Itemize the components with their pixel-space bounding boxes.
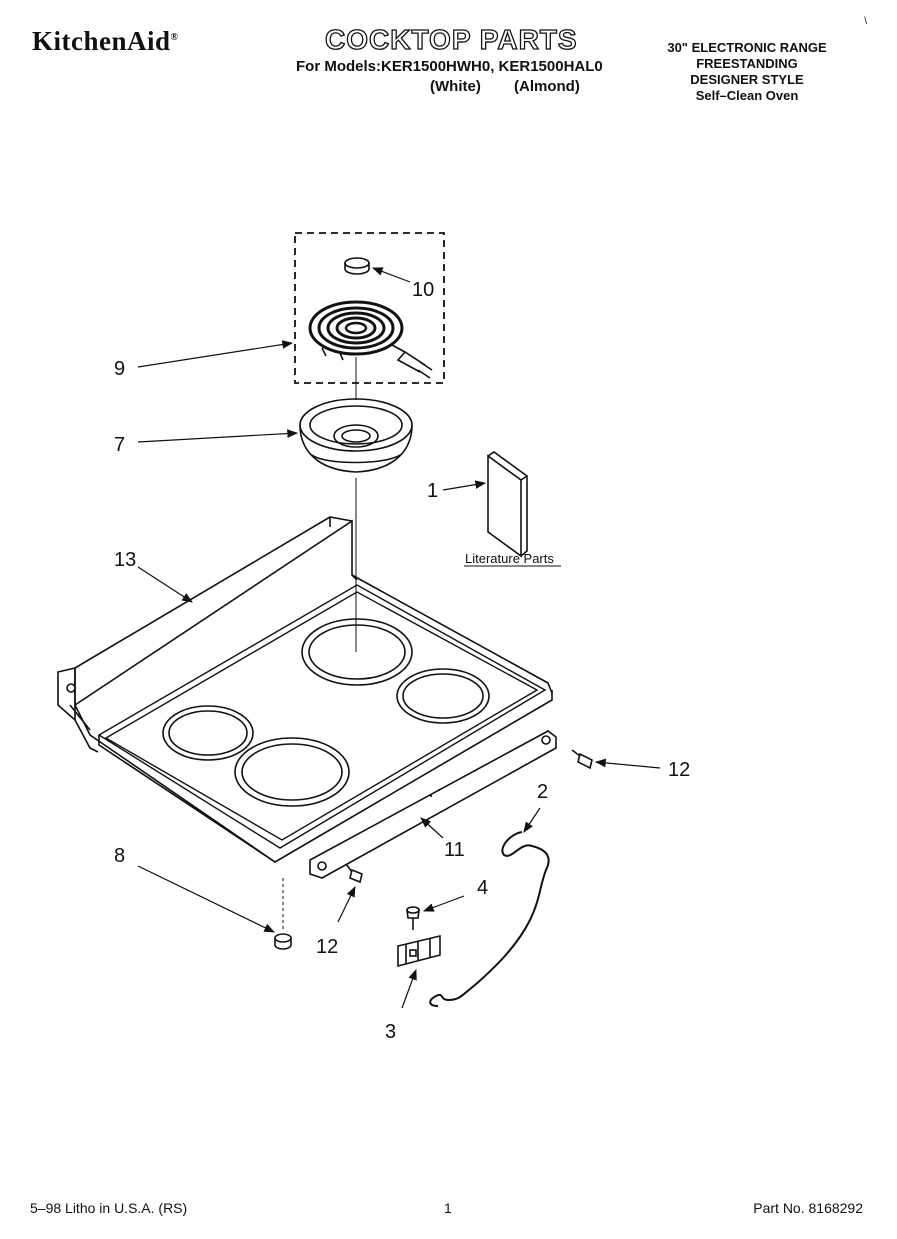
brand-name: KitchenAid (32, 26, 171, 56)
spec-line-2: FREESTANDING (696, 56, 798, 71)
leader-7 (137, 429, 299, 443)
footer-litho: 5–98 Litho in U.S.A. (RS) (30, 1200, 188, 1216)
callout-10: 10 (412, 279, 434, 301)
callout-2: 2 (537, 781, 548, 803)
literature-parts-label: Literature Parts (465, 551, 554, 566)
leader-8 (137, 865, 275, 933)
element-cap-part (344, 257, 370, 275)
callout-4: 4 (477, 877, 488, 899)
leader-12-right (594, 758, 661, 769)
callout-8: 8 (114, 845, 125, 867)
bracket-screw-part (406, 906, 420, 930)
callout-13: 13 (114, 549, 136, 571)
page-title: COCKTOP PARTS (324, 23, 578, 55)
screw-right-part (571, 749, 593, 770)
element-kit-box (294, 232, 445, 384)
leader-11 (420, 817, 444, 839)
color-white: (White) (430, 78, 481, 95)
callout-9: 9 (114, 358, 125, 380)
spec-line-1: 30" ELECTRONIC RANGE (667, 40, 827, 55)
leader-12-left (337, 886, 356, 923)
literature-part (487, 451, 529, 558)
models-line: For Models:KER1500HWH0, KER1500HAL0 (296, 58, 603, 75)
drip-bowl-part (299, 398, 413, 473)
brand-logo: KitchenAid® (32, 26, 179, 57)
leader-2 (523, 807, 541, 833)
footer-part-number: Part No. 8168292 (753, 1200, 863, 1216)
leader-10 (371, 267, 411, 283)
model-colors: (White) (Almond) (430, 78, 590, 129)
callout-3: 3 (385, 1021, 396, 1043)
wire-harness-part (429, 831, 550, 1007)
spec-line-4: Self–Clean Oven (695, 88, 799, 103)
mounting-bracket-part (397, 934, 441, 968)
color-almond: (Almond) (514, 78, 580, 95)
callout-7: 7 (114, 434, 125, 456)
leveling-leg-part (274, 878, 292, 950)
footer-page-number: 1 (444, 1200, 452, 1216)
cooktop-part (57, 516, 553, 863)
callout-11: 11 (444, 839, 465, 861)
front-trim-part (309, 730, 557, 879)
leader-13 (137, 566, 193, 603)
screw-left-part (345, 863, 363, 884)
callout-12-right: 12 (668, 759, 690, 781)
leader-4 (422, 895, 465, 912)
leader-9 (137, 340, 294, 368)
corner-mark: \ (864, 16, 867, 27)
spec-line-3: DESIGNER STYLE (690, 72, 804, 87)
callout-12-left: 12 (316, 936, 338, 958)
brand-registered-mark: ® (170, 32, 179, 43)
surface-element-part (308, 300, 433, 379)
leader-1 (442, 480, 487, 491)
spec-block: 30" ELECTRONIC RANGE FREESTANDING DESIGN… (637, 40, 857, 104)
leader-3 (401, 968, 417, 1009)
callout-1: 1 (427, 480, 438, 502)
